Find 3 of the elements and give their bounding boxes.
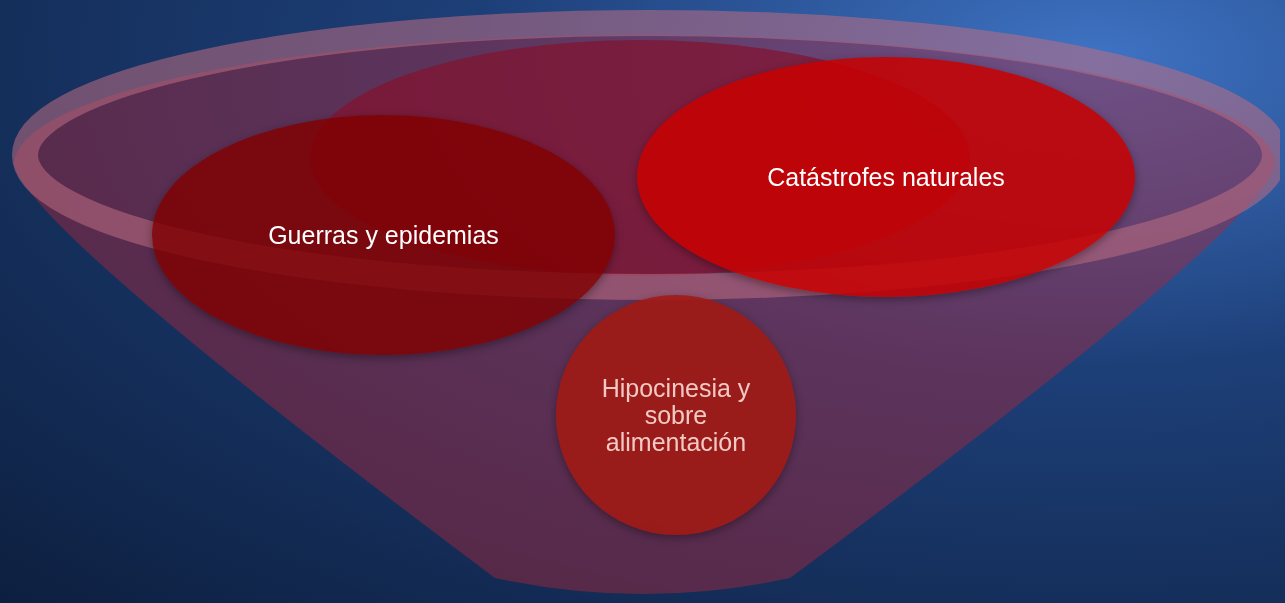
category-label: Catástrofes naturales: [767, 163, 1005, 191]
category-label: Guerras y epidemias: [268, 221, 499, 249]
category-label: Hipocinesia y sobre alimentación: [600, 374, 752, 456]
